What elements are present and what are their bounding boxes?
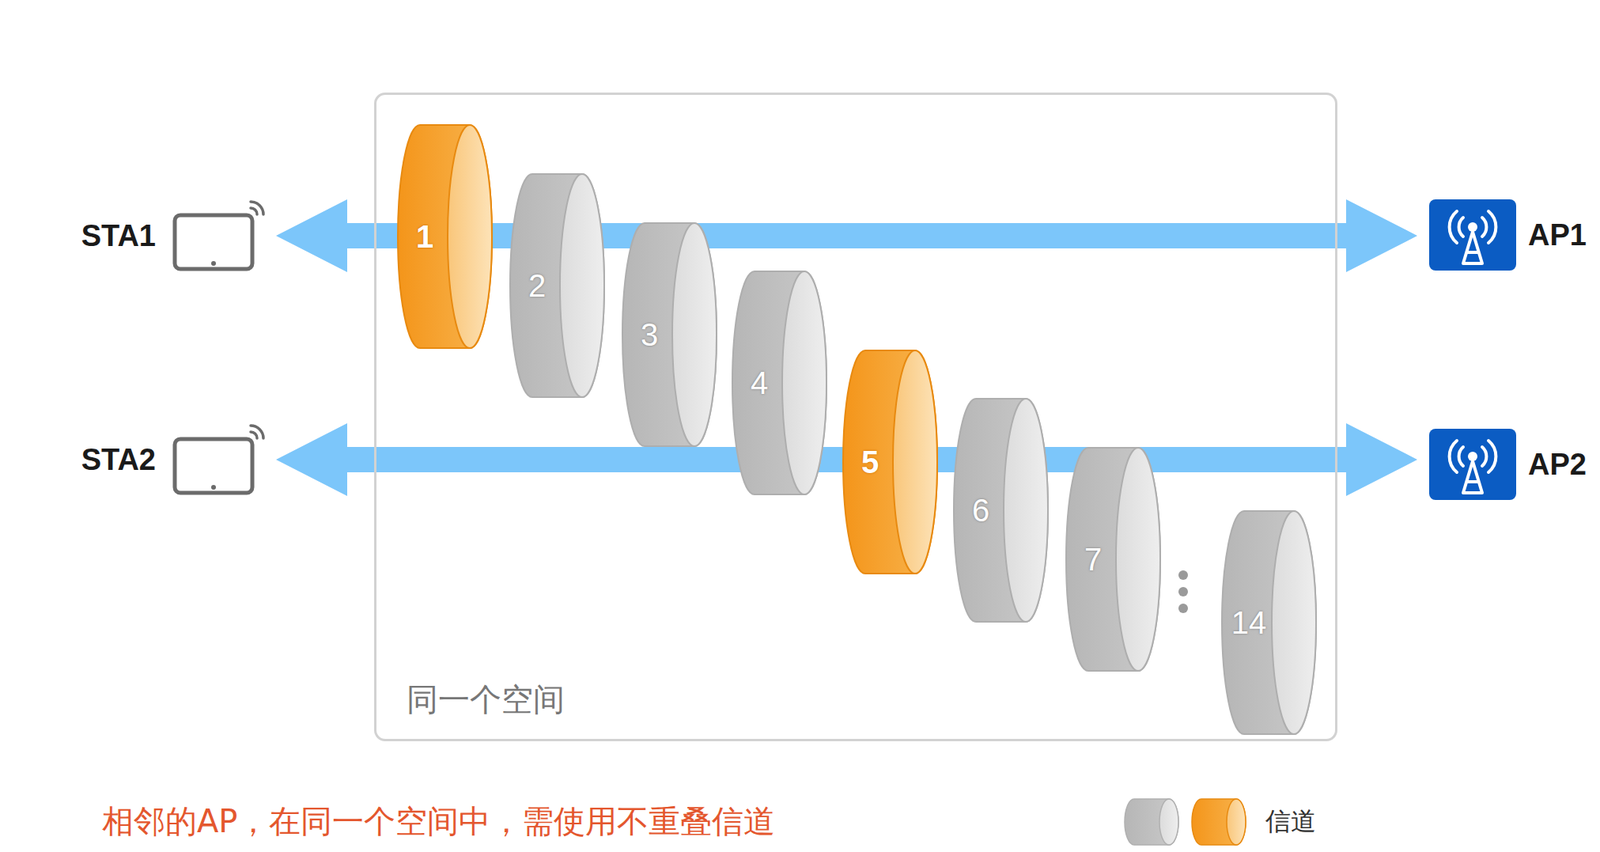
tablet-button xyxy=(211,484,216,490)
channel-cylinder: 14 xyxy=(1221,510,1317,735)
channel-number: 7 xyxy=(1061,539,1125,579)
signal-arc xyxy=(1482,217,1487,237)
ellipsis-dots xyxy=(1178,570,1188,613)
ellipsis-dot xyxy=(1178,603,1188,613)
device-label: STA2 xyxy=(81,442,156,477)
channel-number: 14 xyxy=(1217,602,1281,643)
tablet-frame xyxy=(174,438,253,493)
cylinder-body xyxy=(622,223,717,447)
cylinder-face xyxy=(447,124,492,348)
access-point: AP2 xyxy=(1428,427,1587,501)
signal-arc xyxy=(1449,211,1457,243)
tablet-icon xyxy=(171,423,265,496)
channel-cylinder: 4 xyxy=(732,270,827,496)
channel-number: 5 xyxy=(838,442,902,482)
cylinder-body xyxy=(1066,447,1161,671)
cylinder-body xyxy=(843,350,938,574)
cylinder-face xyxy=(1159,798,1179,845)
cylinder-shape xyxy=(843,349,938,575)
antenna-mast xyxy=(1463,461,1483,493)
cylinder-shape xyxy=(510,173,605,398)
channel-cylinder: 1 xyxy=(397,124,492,349)
channel-cylinder: 7 xyxy=(1066,446,1161,672)
cylinder-body xyxy=(1124,798,1179,845)
signal-arc xyxy=(1482,446,1487,466)
ellipsis-dot xyxy=(1178,570,1188,580)
wifi-arc xyxy=(250,425,264,439)
wifi-arc xyxy=(250,431,258,439)
signal-arc xyxy=(1459,446,1464,466)
cylinder-body xyxy=(953,398,1048,622)
channel-number: 2 xyxy=(505,265,569,306)
wifi-arc xyxy=(250,208,258,215)
icon-ground xyxy=(1429,428,1517,500)
cylinder-body xyxy=(732,271,827,495)
signal-arc xyxy=(1459,217,1464,237)
cylinder-face xyxy=(672,223,717,447)
station-device: STA1 xyxy=(81,199,265,273)
signal-arc xyxy=(1488,211,1496,243)
cylinder-face xyxy=(1226,798,1246,845)
cylinder-face xyxy=(1003,398,1048,622)
legend-item: 信道 xyxy=(1265,805,1317,837)
cylinder-shape xyxy=(953,397,1048,623)
access-point-icon xyxy=(1428,427,1517,501)
channel-cylinder: 3 xyxy=(622,222,717,447)
signal-arc xyxy=(1449,440,1457,473)
access-point-icon xyxy=(1428,198,1517,272)
cylinder-shape xyxy=(397,124,492,349)
tablet-button xyxy=(211,260,216,266)
caption-text: 相邻的AP，在同一个空间中，需使用不重叠信道 xyxy=(102,801,776,840)
channel-cylinder: 6 xyxy=(953,397,1048,623)
caption-holder: 相邻的AP，在同一个空间中，需使用不重叠信道 xyxy=(102,801,776,840)
space-region: 同一个空间123456714 xyxy=(374,92,1338,742)
legend-grey-cylinder xyxy=(1124,798,1179,845)
device-label: STA1 xyxy=(81,218,156,254)
cylinder-face xyxy=(782,271,827,495)
wifi-arc xyxy=(250,201,264,215)
legend-orange-cylinder xyxy=(1191,798,1246,845)
cylinder-body xyxy=(510,173,605,398)
cylinder-body xyxy=(1191,798,1246,845)
tablet-icon xyxy=(171,199,265,273)
cylinder-shape xyxy=(622,222,717,447)
tablet-frame xyxy=(174,215,253,269)
channel-cylinder: 5 xyxy=(843,349,938,575)
cylinder-shape xyxy=(1066,446,1161,672)
station-device: STA2 xyxy=(81,423,265,496)
channel-cylinder: 2 xyxy=(510,173,605,398)
cylinder-face xyxy=(1115,447,1161,671)
channel-number: 3 xyxy=(617,314,681,355)
channel-number: 1 xyxy=(393,216,457,257)
cylinder-face xyxy=(892,350,938,574)
region-label: 同一个空间 xyxy=(406,680,565,719)
cylinder-body xyxy=(397,124,492,348)
icon-ground xyxy=(1429,199,1517,271)
cylinder-face xyxy=(1271,510,1317,734)
legend: 信道 xyxy=(1265,805,1317,837)
channel-number: 4 xyxy=(727,363,791,403)
cylinder-shape xyxy=(732,270,827,496)
ellipsis-dot xyxy=(1178,586,1188,597)
device-label: AP2 xyxy=(1528,446,1587,482)
legend-text: 信道 xyxy=(1265,805,1317,837)
access-point: AP1 xyxy=(1428,198,1587,272)
device-label: AP1 xyxy=(1528,217,1587,253)
antenna-mast xyxy=(1463,231,1483,264)
cylinder-face xyxy=(559,173,605,398)
signal-arc xyxy=(1488,440,1496,473)
channel-number: 6 xyxy=(949,490,1013,530)
